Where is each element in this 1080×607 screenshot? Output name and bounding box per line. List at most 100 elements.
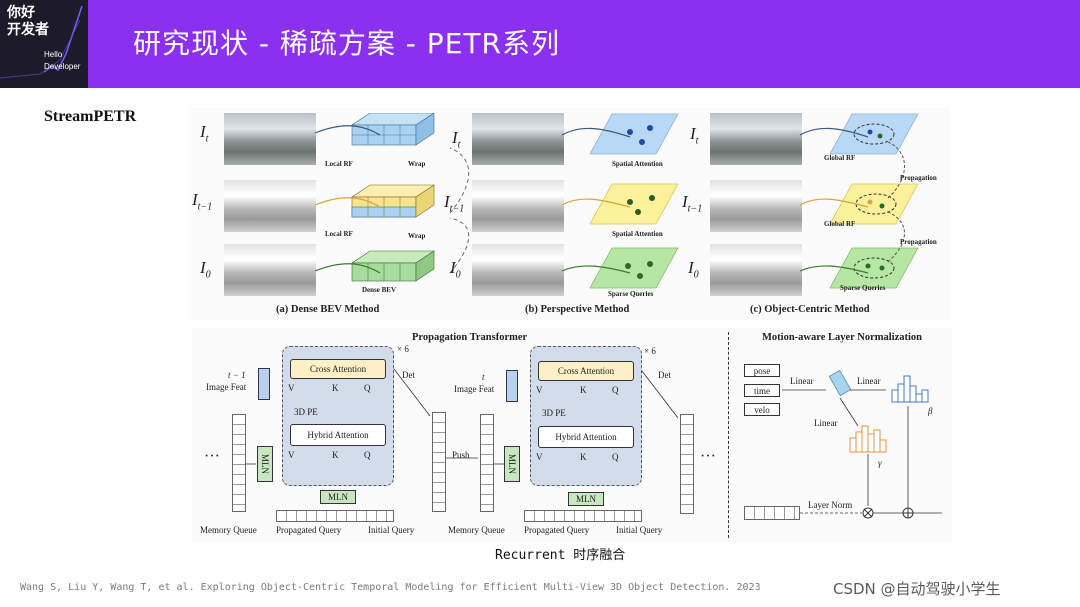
ellipsis: ··· [204, 448, 220, 465]
mln-box-vertical: MLN [504, 446, 520, 482]
label-global-rf: Global RF [824, 220, 856, 228]
memory-queue-label: Memory Queue [448, 525, 505, 535]
arrows-b [561, 127, 631, 274]
hybrid-attention-box: Hybrid Attention [538, 426, 634, 448]
pe3d-label: 3D PE [294, 407, 318, 417]
v-label: V [536, 385, 543, 395]
k-label: K [580, 452, 587, 462]
frame-label-t1-b: It−1 [444, 192, 465, 215]
bev-yellow-grid [351, 184, 435, 218]
top-figure: It It−1 I0 [190, 108, 950, 320]
output-column [680, 414, 694, 514]
label-wrap: Wrap [408, 232, 426, 240]
frame-label-t-a: It [200, 122, 209, 145]
camera-image [472, 113, 564, 165]
camera-image [224, 180, 316, 232]
logo-text-en-2: Developer [44, 62, 81, 71]
label-propagation: Propagation [900, 238, 937, 246]
caption-b: (b) Perspective Method [525, 304, 630, 315]
k-label: K [580, 385, 587, 395]
det-label: Det [402, 370, 415, 380]
bottom-figure: Propagation Transformer Motion-aware Lay… [192, 328, 952, 542]
query-planes-b [590, 113, 679, 289]
propagation-transformer-title: Propagation Transformer [412, 332, 528, 343]
v-label: V [288, 450, 295, 460]
layer-norm-label: Layer Norm [808, 500, 853, 510]
det-label: Det [658, 370, 671, 380]
frame-label-0-b: I0 [450, 258, 461, 281]
linear-label: Linear [790, 376, 814, 386]
frame-label-t-c: It [690, 124, 699, 147]
camera-image [472, 244, 564, 296]
arrows-a [314, 125, 470, 274]
logo-graph-icon [0, 5, 83, 79]
mln-input-pose: pose [744, 364, 780, 377]
footer-reference: Wang S, Liu Y, Wang T, et al. Exploring … [20, 582, 761, 593]
label-spatial-attention: Spatial Attention [612, 230, 663, 238]
label-propagation: Propagation [900, 174, 937, 182]
mln-diagram [782, 369, 942, 519]
hello-developer-logo: 你好 开发者 Hello Developer [0, 0, 88, 88]
gamma-histogram [849, 425, 887, 453]
label-global-rf: Global RF [824, 154, 856, 162]
slide-title: 研究现状 - 稀疏方案 - PETR系列 [133, 27, 560, 60]
linear-label: Linear [814, 418, 838, 428]
pe3d-label: 3D PE [542, 408, 566, 418]
query-row [524, 510, 642, 522]
logo-text-cn-2: 开发者 [7, 22, 49, 38]
k-label: K [332, 450, 339, 460]
label-local-rf: Local RF [325, 160, 353, 168]
mln-input-time: time [744, 384, 780, 397]
arrows-c [799, 127, 869, 274]
q-label: Q [364, 383, 371, 393]
beta-histogram [891, 375, 929, 403]
beta-label: β [928, 406, 933, 416]
mln-box: MLN [320, 490, 356, 504]
initial-query-label: Initial Query [368, 525, 415, 535]
propagated-query-label: Propagated Query [524, 525, 590, 535]
gamma-label: γ [878, 458, 882, 468]
repeat-label: × 6 [644, 346, 656, 356]
frame-label-t1-c: It−1 [682, 192, 703, 215]
image-feat-bar [506, 370, 518, 402]
initial-query-label: Initial Query [616, 525, 663, 535]
camera-image [710, 113, 802, 165]
label-sparse-queries: Sparse Queries [840, 284, 886, 292]
frame-label-0-c: I0 [688, 258, 699, 281]
frame-label-t1-a: It−1 [192, 190, 213, 213]
repeat-label: × 6 [397, 344, 409, 354]
mln-input-velo: velo [744, 403, 780, 416]
propagated-query-label: Propagated Query [276, 525, 342, 535]
camera-image [224, 113, 316, 165]
label-local-rf: Local RF [325, 230, 353, 238]
v-label: V [536, 452, 543, 462]
camera-image [224, 244, 316, 296]
hybrid-attention-box: Hybrid Attention [290, 424, 386, 446]
push-label: Push [452, 450, 470, 460]
ellipsis: ··· [700, 448, 716, 465]
v-label: V [288, 383, 295, 393]
query-planes-c [830, 113, 919, 289]
figure-caption: Recurrent 时序融合 [495, 548, 626, 563]
header-bar: 你好 开发者 Hello Developer 研究现状 - 稀疏方案 - PET… [0, 0, 1080, 88]
logo-text-cn-1: 你好 [7, 5, 35, 21]
section-label: StreamPETR [44, 108, 137, 125]
image-feat-time: t [482, 372, 485, 382]
k-label: K [332, 383, 339, 393]
mln-box-vertical: MLN [257, 446, 273, 482]
image-feat-bar [258, 368, 270, 400]
memory-queue-column [480, 414, 494, 512]
bev-blue-grid [351, 113, 435, 146]
label-wrap: Wrap [408, 160, 426, 168]
image-feat-label: Image Feat [206, 382, 247, 392]
caption-a: (a) Dense BEV Method [276, 304, 380, 315]
feature-vector [744, 506, 800, 520]
transformer-arrows [246, 368, 679, 465]
label-sparse-queries: Sparse Queries [608, 290, 654, 298]
csdn-watermark: CSDN @自动驾驶小学生 [833, 580, 1001, 598]
caption-c: (c) Object-Centric Method [750, 304, 870, 315]
frame-label-0-a: I0 [200, 258, 211, 281]
cross-attention-box: Cross Attention [290, 359, 386, 379]
camera-image [710, 180, 802, 232]
label-dense-bev: Dense BEV [362, 286, 397, 294]
